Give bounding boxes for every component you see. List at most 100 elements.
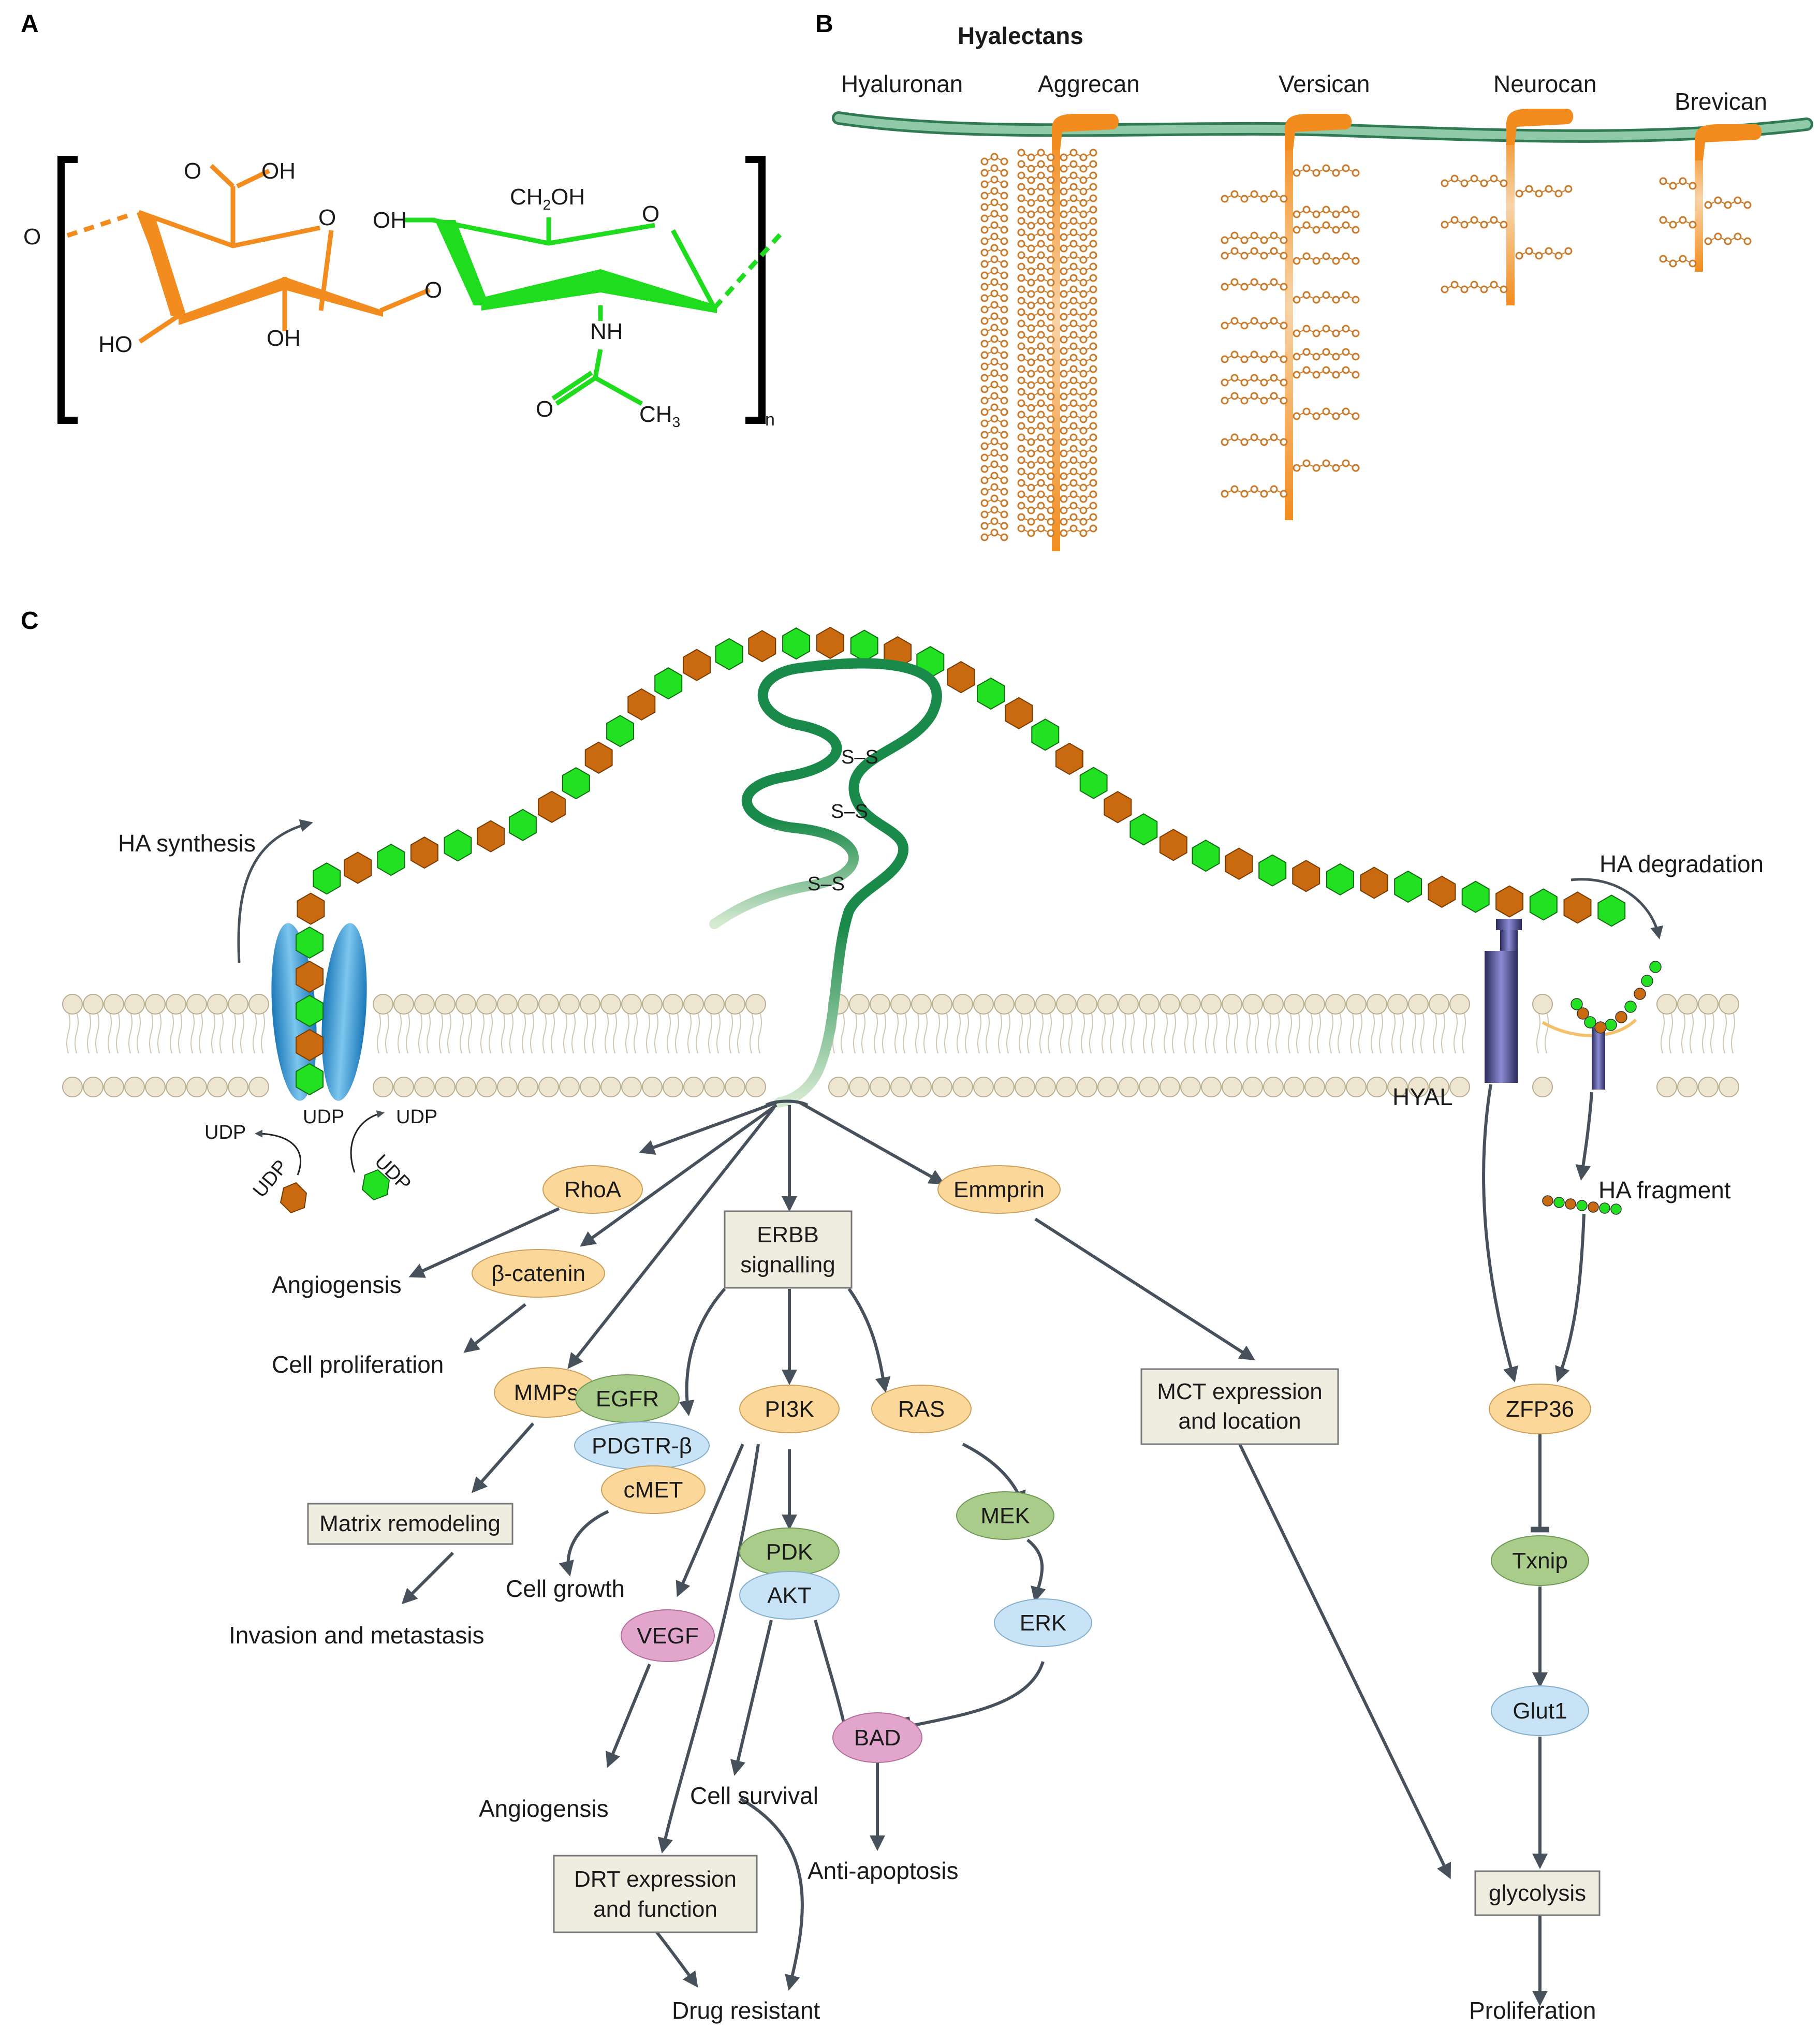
glcua-unit — [296, 1029, 324, 1062]
core-protein — [1285, 129, 1293, 520]
chain-bead — [990, 221, 999, 229]
chain-bead — [1037, 524, 1045, 533]
gag-chain — [980, 153, 1008, 166]
svg-text:ERBB: ERBB — [757, 1222, 819, 1247]
gag-chain — [1060, 513, 1097, 526]
chain-bead — [1000, 465, 1008, 473]
glcua-unit — [683, 649, 711, 681]
hyaluronan-backbone — [834, 114, 1811, 140]
chain-bead — [980, 442, 989, 450]
chain-bead — [1659, 255, 1667, 263]
lipid-tail — [1060, 1011, 1073, 1054]
chain-bead — [1060, 438, 1068, 446]
lipid-head-inner — [538, 1077, 559, 1097]
lipid-head-outer — [621, 994, 642, 1015]
chain-bead — [1332, 329, 1340, 337]
chain-bead — [1047, 335, 1055, 344]
gag-chain — [1017, 160, 1055, 173]
chain-bead — [1240, 236, 1249, 244]
chain-bead — [1659, 177, 1667, 185]
lipid-head-outer — [663, 994, 683, 1015]
gag-chain — [1017, 205, 1055, 218]
chain-bead — [1027, 427, 1035, 435]
chain-bead — [1250, 190, 1258, 198]
chain-bead — [980, 453, 989, 462]
lipid-tail — [1122, 1011, 1135, 1054]
lipid-head-outer — [538, 994, 559, 1015]
chain-bead — [1500, 285, 1508, 293]
chain-bead — [1069, 205, 1078, 214]
svg-text:AKT: AKT — [767, 1583, 812, 1608]
lipid-head-outer — [207, 994, 228, 1015]
outcome-proliferation: Proliferation — [1469, 1997, 1596, 2024]
chain-bead — [1079, 518, 1088, 526]
chain-bead — [1089, 274, 1097, 282]
chain-bead — [1689, 221, 1697, 229]
chain-bead — [1069, 399, 1078, 407]
chain-bead — [1079, 222, 1088, 230]
gag-chain — [1017, 513, 1055, 526]
lipid-tail — [729, 1011, 741, 1054]
chain-bead — [1260, 490, 1268, 498]
chain-bead — [1089, 354, 1097, 362]
lipid-tail — [1039, 1011, 1052, 1054]
chain-bead — [1000, 351, 1008, 359]
chain-bead — [1089, 376, 1097, 385]
chain-bead — [990, 494, 999, 503]
chain-bead — [1069, 490, 1078, 498]
glcua-unit — [1159, 829, 1187, 861]
panel-b: B Hyalectans Hyaluronan Aggrecan Versica… — [815, 10, 1813, 551]
node-rhoa: RhoA — [542, 1165, 643, 1214]
chain-bead — [1280, 252, 1288, 260]
chain-bead — [1240, 490, 1249, 498]
lipid-tail — [977, 1011, 990, 1054]
chain-bead — [1069, 285, 1078, 293]
lipid-head-outer — [145, 994, 166, 1015]
panel-c-label: C — [21, 607, 39, 635]
lipid-head-outer — [373, 994, 393, 1015]
chain-bead — [1450, 216, 1459, 224]
chain-bead — [1352, 169, 1360, 177]
lipid-head-outer — [911, 994, 932, 1015]
chain-bead — [1000, 283, 1008, 291]
lipid-tail — [1226, 1011, 1238, 1054]
lipid-head-inner — [1698, 1077, 1719, 1097]
chain-bead — [1332, 464, 1340, 472]
chain-bead — [1312, 464, 1320, 472]
chain-bead — [1069, 410, 1078, 419]
atom-o-carbonyl: O — [184, 158, 201, 184]
chain-bead — [1312, 210, 1320, 218]
chain-bead — [1302, 366, 1311, 374]
chain-bead — [1027, 358, 1035, 366]
chain-bead — [1089, 342, 1097, 350]
chain-bead — [1069, 388, 1078, 396]
link-domain — [1052, 114, 1119, 150]
chain-bead — [1490, 216, 1498, 224]
lipid-head-inner — [145, 1077, 166, 1097]
fragment-bead — [1542, 1195, 1553, 1207]
chain-bead — [1221, 490, 1229, 498]
lipid-head-inner — [890, 1077, 911, 1097]
chain-bead — [1221, 378, 1229, 387]
chain-bead — [1037, 422, 1045, 430]
glcua-unit — [748, 630, 776, 663]
lipid-head-inner — [476, 1077, 497, 1097]
chain-bead — [1280, 283, 1288, 291]
core-protein — [1506, 124, 1515, 305]
lipid-tail — [1019, 1011, 1031, 1054]
chain-bead — [1017, 399, 1025, 407]
lipid-head-outer — [1180, 994, 1201, 1015]
chain-bead — [1230, 317, 1239, 325]
chain-bead — [1069, 194, 1078, 202]
gag-chain — [1293, 325, 1360, 337]
glcua-unit — [627, 688, 656, 721]
chain-bead — [1047, 461, 1055, 469]
chain-bead — [1027, 381, 1035, 389]
lipid-tail — [1681, 1011, 1694, 1054]
lipid-tail — [998, 1011, 1010, 1054]
chain-bead — [1230, 190, 1239, 198]
lipid-head-inner — [828, 1077, 849, 1097]
chain-bead — [1250, 433, 1258, 442]
chain-bead — [1027, 495, 1035, 503]
